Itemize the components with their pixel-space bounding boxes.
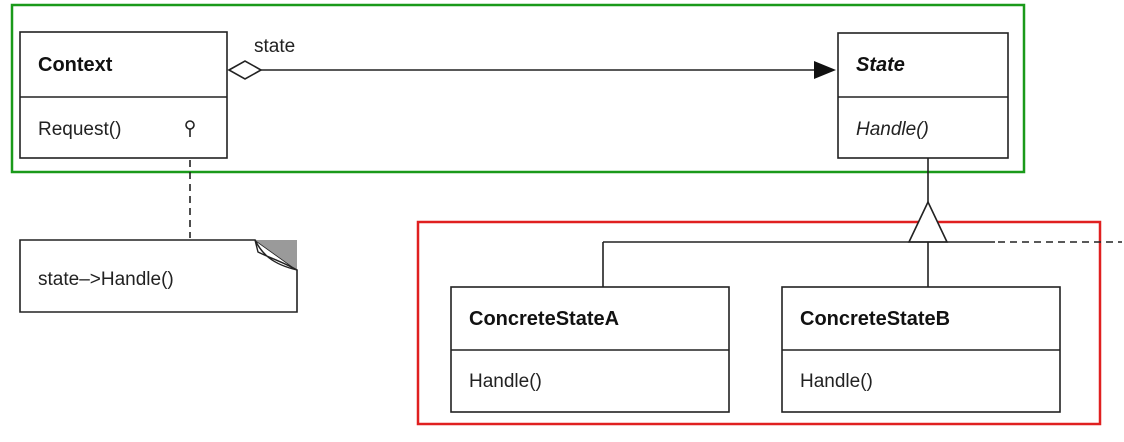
note-text: state–>Handle() — [38, 269, 174, 290]
association-role-label: state — [254, 36, 295, 57]
state-association: state — [227, 36, 836, 80]
concrete-state-a-name: ConcreteStateA — [469, 308, 619, 330]
concrete-state-b-handle-operation: Handle() — [800, 371, 873, 392]
note-connector — [185, 120, 195, 238]
concrete-state-a-handle-operation: Handle() — [469, 371, 542, 392]
note-corner-fold — [255, 240, 297, 270]
context-class-name: Context — [38, 54, 113, 76]
context-request-operation: Request() — [38, 119, 121, 140]
note-corner-curl — [254, 239, 298, 271]
subclass-group-highlight — [416, 220, 1102, 426]
context-class: Context Request() — [19, 31, 228, 159]
inheritance-tree — [602, 158, 1122, 287]
implementation-note: state–>Handle() — [19, 239, 298, 313]
state-class-box — [837, 32, 1009, 159]
concrete-state-b-name: ConcreteStateB — [800, 308, 950, 330]
context-group-highlight — [10, 3, 1026, 174]
state-handle-operation: Handle() — [856, 119, 929, 140]
context-class-box — [19, 31, 228, 159]
note-anchor-icon — [185, 120, 195, 130]
note-box — [19, 239, 298, 313]
concrete-state-a-class: ConcreteStateA Handle() — [450, 286, 730, 413]
aggregation-diamond-icon — [227, 60, 263, 80]
state-class-name: State — [856, 54, 905, 76]
association-arrowhead-icon — [814, 61, 836, 79]
state-class: State Handle() — [837, 32, 1009, 159]
concrete-state-b-class: ConcreteStateB Handle() — [781, 286, 1061, 413]
